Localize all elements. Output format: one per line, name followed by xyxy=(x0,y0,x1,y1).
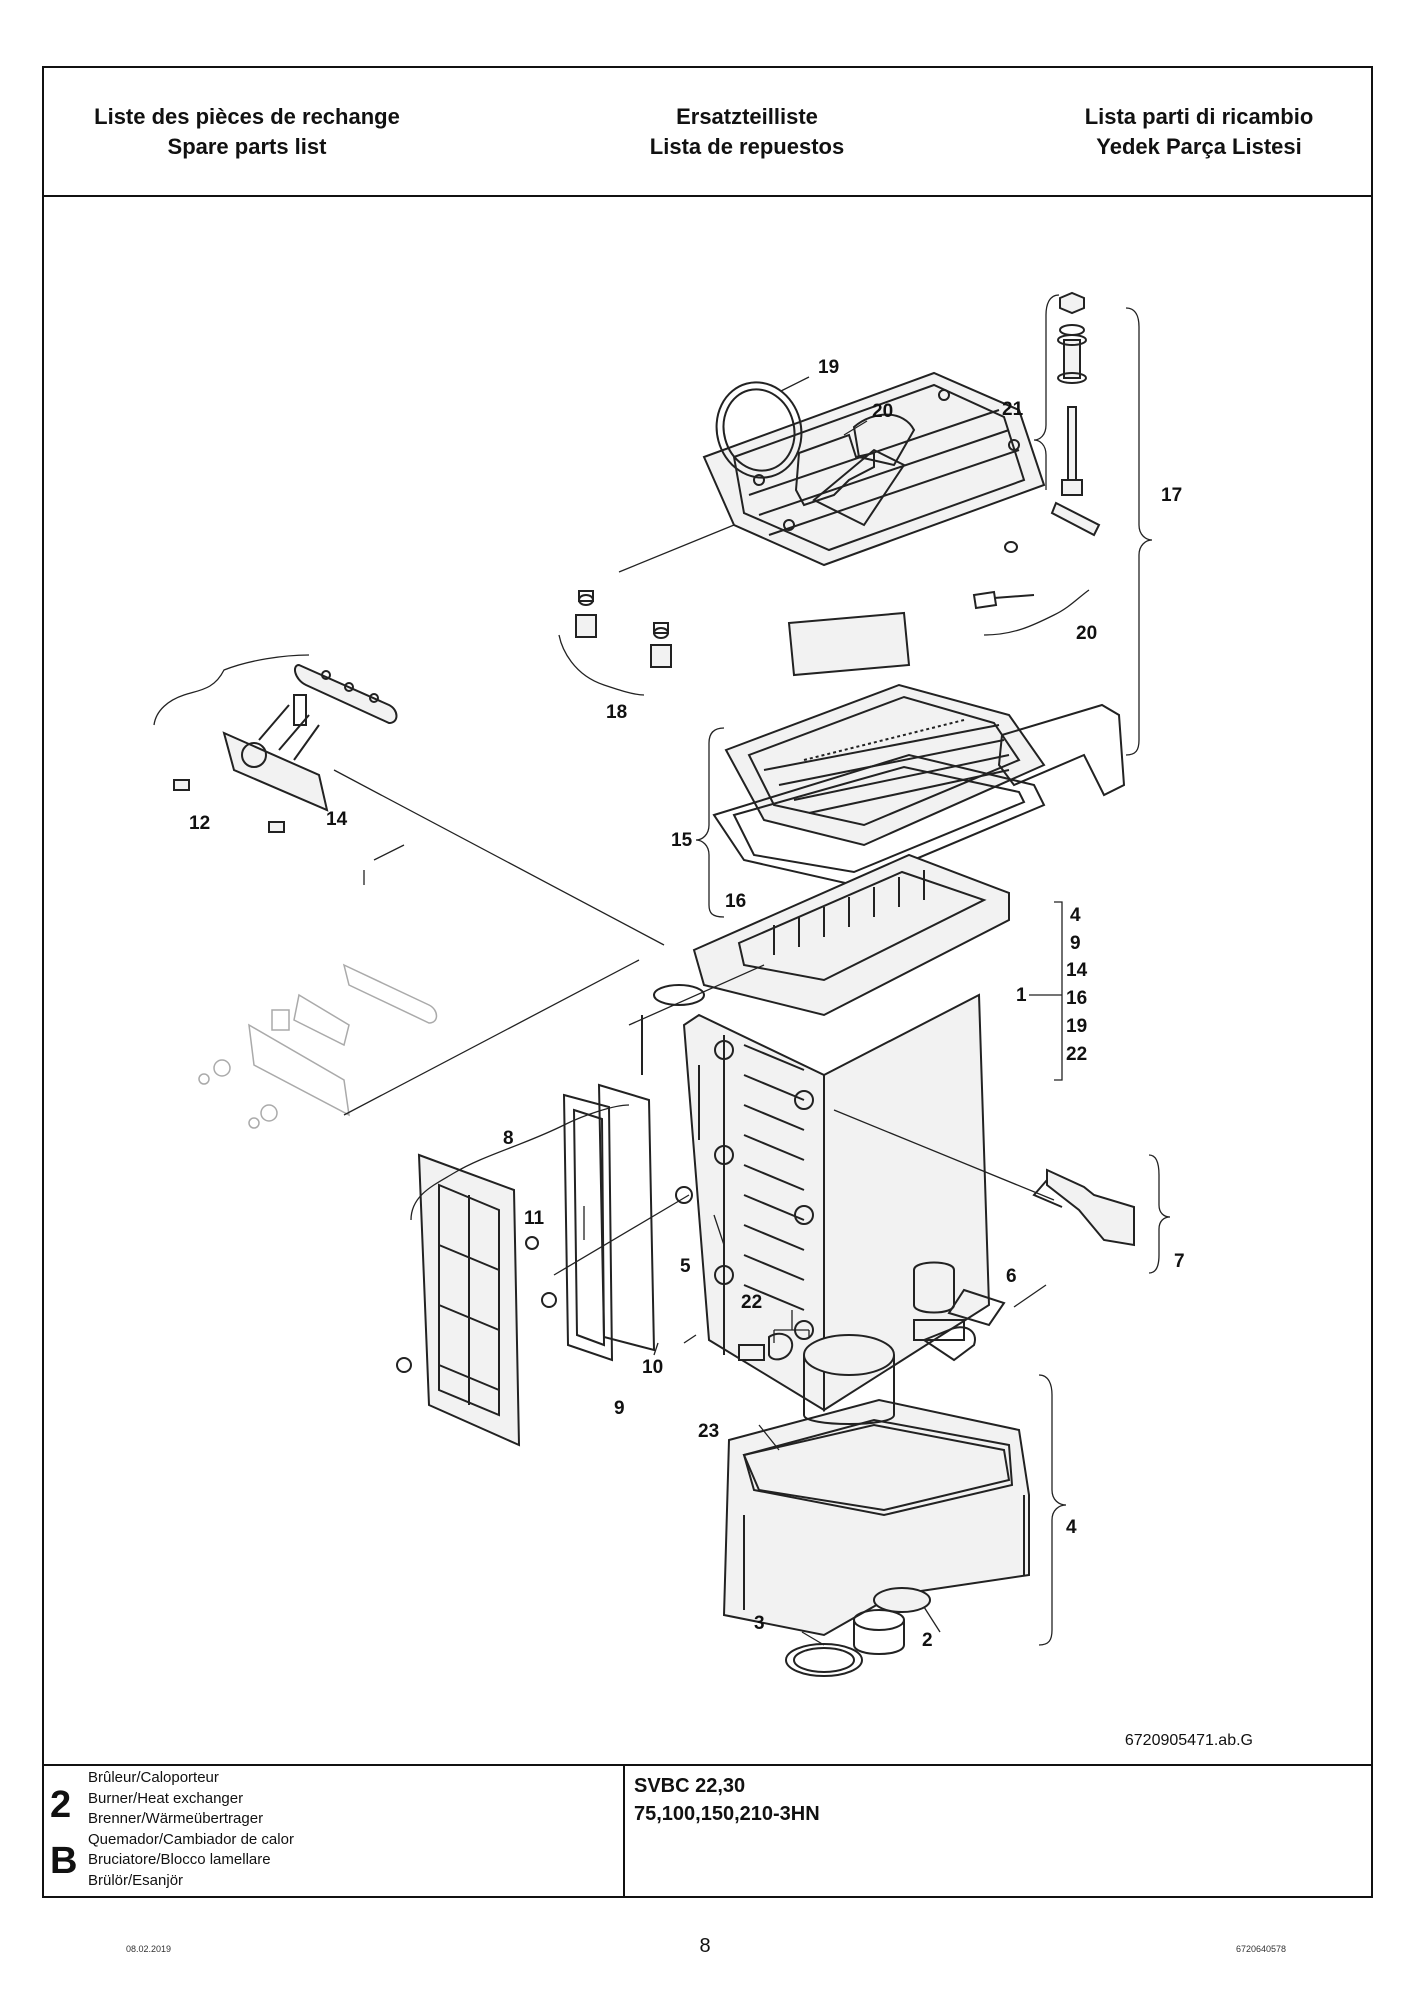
o-ring-3 xyxy=(785,1643,863,1677)
exploded-view-area: 19 20 21 17 20 18 15 16 12 14 1 4 9 14 1… xyxy=(44,195,1371,1784)
title-es: Lista de repuestos xyxy=(649,134,845,159)
title-tr: Yedek Parça Listesi xyxy=(1096,134,1302,159)
section-letter: B xyxy=(50,1840,78,1882)
bracket-17 xyxy=(1125,307,1153,756)
page-number: 8 xyxy=(699,1935,711,1957)
gasket-23 xyxy=(742,1423,1011,1512)
callout-20-lower: 20 xyxy=(1076,623,1097,644)
callout-8: 8 xyxy=(503,1128,514,1149)
callout-1: 1 xyxy=(1016,985,1027,1006)
section-number: 2 xyxy=(50,1784,72,1826)
callout-9: 9 xyxy=(614,1398,625,1419)
description-de: Brenner/Wärmeübertrager xyxy=(88,1810,264,1827)
bracket-7 xyxy=(1148,1154,1171,1274)
callout-7: 7 xyxy=(1174,1251,1185,1272)
mounting-bolt-21 xyxy=(1057,291,1087,496)
plate xyxy=(787,611,911,677)
callout-10: 10 xyxy=(642,1357,663,1378)
description-es: Quemador/Cambiador de calor xyxy=(88,1830,294,1848)
bracket-15 xyxy=(695,727,725,918)
description-fr: Brûleur/Caloporteur xyxy=(88,1769,219,1786)
callout-20: 20 xyxy=(872,401,893,422)
electrode-block-12 xyxy=(222,694,329,812)
callout-5: 5 xyxy=(680,1256,691,1277)
title-de: Ersatzteilliste xyxy=(676,104,818,129)
section-description: 2 B Brûleur/Caloporteur Burner/Heat exch… xyxy=(44,1766,625,1896)
bracket-20b xyxy=(983,589,1090,636)
callout-22: 22 xyxy=(741,1292,762,1313)
callout-6: 6 xyxy=(1006,1266,1017,1287)
group-item-22: 22 xyxy=(1066,1044,1087,1065)
footer-row: 2 B Brûleur/Caloporteur Burner/Heat exch… xyxy=(44,1764,1371,1896)
nipple-22 xyxy=(738,1332,794,1361)
bracket-group-1 xyxy=(1054,901,1063,1081)
gasket-19 xyxy=(715,381,803,479)
group-item-16: 16 xyxy=(1066,988,1087,1009)
gasket-10 xyxy=(597,1083,656,1352)
burner-15 xyxy=(724,683,1046,847)
model-info: SVBC 22,30 75,100,150,210-3HN xyxy=(634,1772,820,1828)
title-it: Lista parti di ricambio xyxy=(1084,104,1314,129)
exploded-view-drawing: 19 20 21 17 20 18 15 16 12 14 1 4 9 14 1… xyxy=(153,291,1185,1677)
callout-15: 15 xyxy=(671,830,693,851)
bracket-21 xyxy=(1033,294,1060,490)
callout-16: 16 xyxy=(725,891,746,912)
siphon-connector-6 xyxy=(913,1261,955,1314)
figure-id: 6720905471.ab.G xyxy=(1124,1732,1253,1749)
header-column-fr-en: Liste des pièces de rechange Spare parts… xyxy=(72,102,422,162)
description-list: Brûleur/Caloporteur Burner/Heat exchange… xyxy=(88,1768,294,1891)
model-line-1: SVBC 22,30 xyxy=(634,1775,746,1797)
bracket-12 xyxy=(153,654,310,726)
bracket xyxy=(997,703,1126,797)
title-fr: Liste des pièces de rechange xyxy=(94,104,400,129)
callout-23: 23 xyxy=(698,1421,719,1442)
group-item-19: 19 xyxy=(1066,1016,1087,1037)
header-column-it-tr: Lista parti di ricambio Yedek Parça List… xyxy=(1024,102,1374,162)
callout-11: 11 xyxy=(524,1208,545,1229)
gasket-16 xyxy=(712,753,1046,887)
group-item-9: 9 xyxy=(1070,933,1081,954)
sensor-11 xyxy=(525,1236,539,1250)
flue-sensor-7 xyxy=(1046,1168,1135,1247)
cover-8 xyxy=(396,1153,557,1447)
bracket-20 xyxy=(794,433,875,507)
bracket-4 xyxy=(1038,1374,1067,1646)
condensate-tray-4 xyxy=(722,1334,1030,1655)
electrode-block-ghost xyxy=(198,963,438,1129)
callout-3: 3 xyxy=(754,1613,765,1634)
sensor-5 xyxy=(675,1186,693,1204)
callout-12: 12 xyxy=(189,813,210,834)
nut-2 xyxy=(873,1587,931,1613)
callout-18: 18 xyxy=(606,702,627,723)
callout-19: 19 xyxy=(818,357,839,378)
description-en: Burner/Heat exchanger xyxy=(88,1789,244,1807)
model-line-2: 75,100,150,210-3HN xyxy=(634,1803,820,1825)
heat-exchanger-1 xyxy=(653,853,1010,1412)
gasket-9 xyxy=(562,1093,614,1362)
callout-2: 2 xyxy=(922,1630,933,1651)
callout-4: 4 xyxy=(1066,1517,1077,1538)
group-item-4: 4 xyxy=(1070,905,1081,926)
group-item-14: 14 xyxy=(1066,960,1088,981)
description-it: Bruciatore/Blocco lamellare xyxy=(88,1851,271,1868)
header-row: Liste des pièces de rechange Spare parts… xyxy=(44,68,1371,197)
callout-21: 21 xyxy=(1002,399,1024,420)
callout-14: 14 xyxy=(326,809,348,830)
document-id: 6720640578 xyxy=(1235,1944,1286,1954)
bracket-8 xyxy=(410,1104,630,1221)
description-tr: Brülör/Esanjör xyxy=(88,1871,184,1889)
callout-17: 17 xyxy=(1161,485,1182,506)
title-en: Spare parts list xyxy=(167,134,327,159)
gasket-14 xyxy=(293,663,398,725)
page-frame: Liste des pièces de rechange Spare parts… xyxy=(42,66,1373,1898)
header-column-de-es: Ersatzteilliste Lista de repuestos xyxy=(572,102,922,162)
bracket-18 xyxy=(558,634,645,696)
bushing-18 xyxy=(575,590,672,668)
print-date: 08.02.2019 xyxy=(126,1944,172,1954)
